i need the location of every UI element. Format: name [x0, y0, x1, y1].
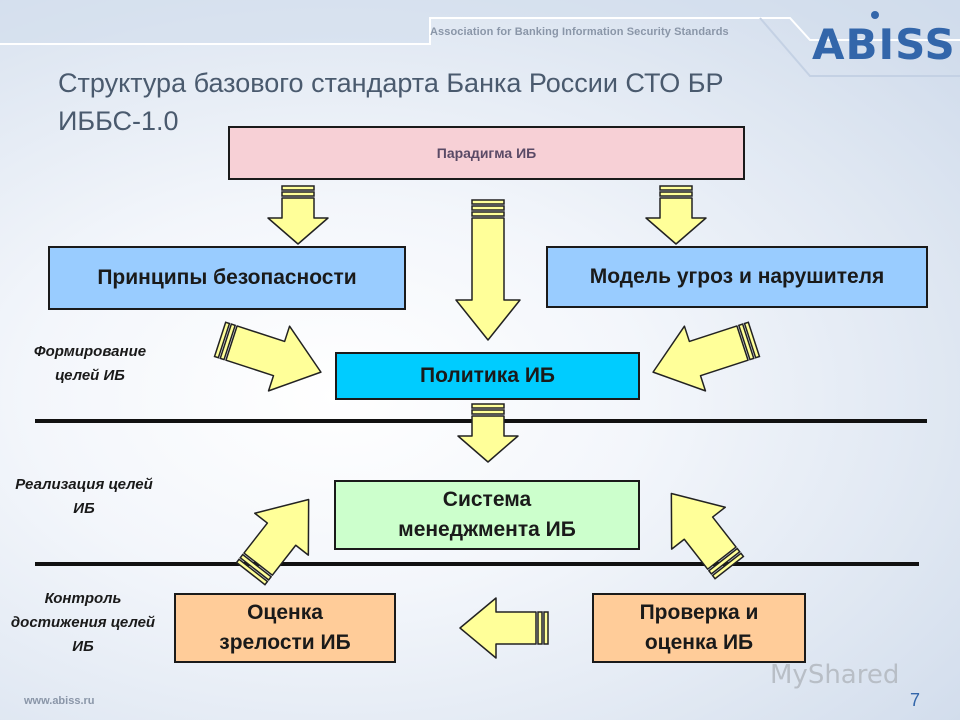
maturity-label: Оценка зрелости ИБ — [219, 601, 351, 654]
watermark: MyShared — [770, 660, 900, 690]
slide-title: Структура базового стандарта Банка Росси… — [58, 68, 724, 136]
principles-box: Принципы безопасности — [48, 246, 406, 310]
abiss-logo: ABISS — [812, 20, 956, 69]
goals-control-label: Контроль достижения целей ИБ — [10, 590, 156, 655]
footer-url[interactable]: www.abiss.ru — [24, 695, 95, 707]
goals-formation-label: Формирование целей ИБ — [33, 343, 147, 384]
management-system-label: Система менеджмента ИБ — [398, 488, 576, 541]
policy-box: Политика ИБ — [335, 352, 640, 400]
arrow-principles-to-policy — [213, 321, 322, 392]
arrow-paradigm-to-principles — [267, 185, 329, 245]
arrow-audit-to-maturity — [459, 597, 549, 659]
principles-label: Принципы безопасности — [97, 266, 357, 289]
goals-realization-label: Реализация целей ИБ — [15, 476, 153, 517]
page-number: 7 — [910, 690, 921, 710]
arrow-policy-to-management — [457, 403, 519, 463]
paradigm-box: Парадигма ИБ — [228, 126, 745, 180]
threat-model-box: Модель угроз и нарушителя — [546, 246, 928, 308]
org-name: Association for Banking Information Secu… — [430, 26, 729, 38]
audit-label: Проверка и оценка ИБ — [639, 601, 759, 654]
audit-box: Проверка и оценка ИБ — [592, 593, 806, 663]
arrow-audit-to-management — [670, 492, 745, 580]
separator-line-2 — [35, 562, 919, 566]
header-band — [0, 0, 960, 77]
arrow-maturity-to-management — [235, 498, 310, 586]
arrow-paradigm-to-threat-model — [645, 185, 707, 245]
arrow-paradigm-to-policy — [455, 199, 521, 341]
management-system-box: Система менеджмента ИБ — [334, 480, 640, 550]
maturity-box: Оценка зрелости ИБ — [174, 593, 396, 663]
arrow-threat-model-to-policy — [652, 321, 761, 392]
policy-label: Политика ИБ — [419, 364, 556, 387]
paradigm-label: Парадигма ИБ — [436, 145, 537, 161]
threat-model-label: Модель угроз и нарушителя — [589, 265, 885, 288]
